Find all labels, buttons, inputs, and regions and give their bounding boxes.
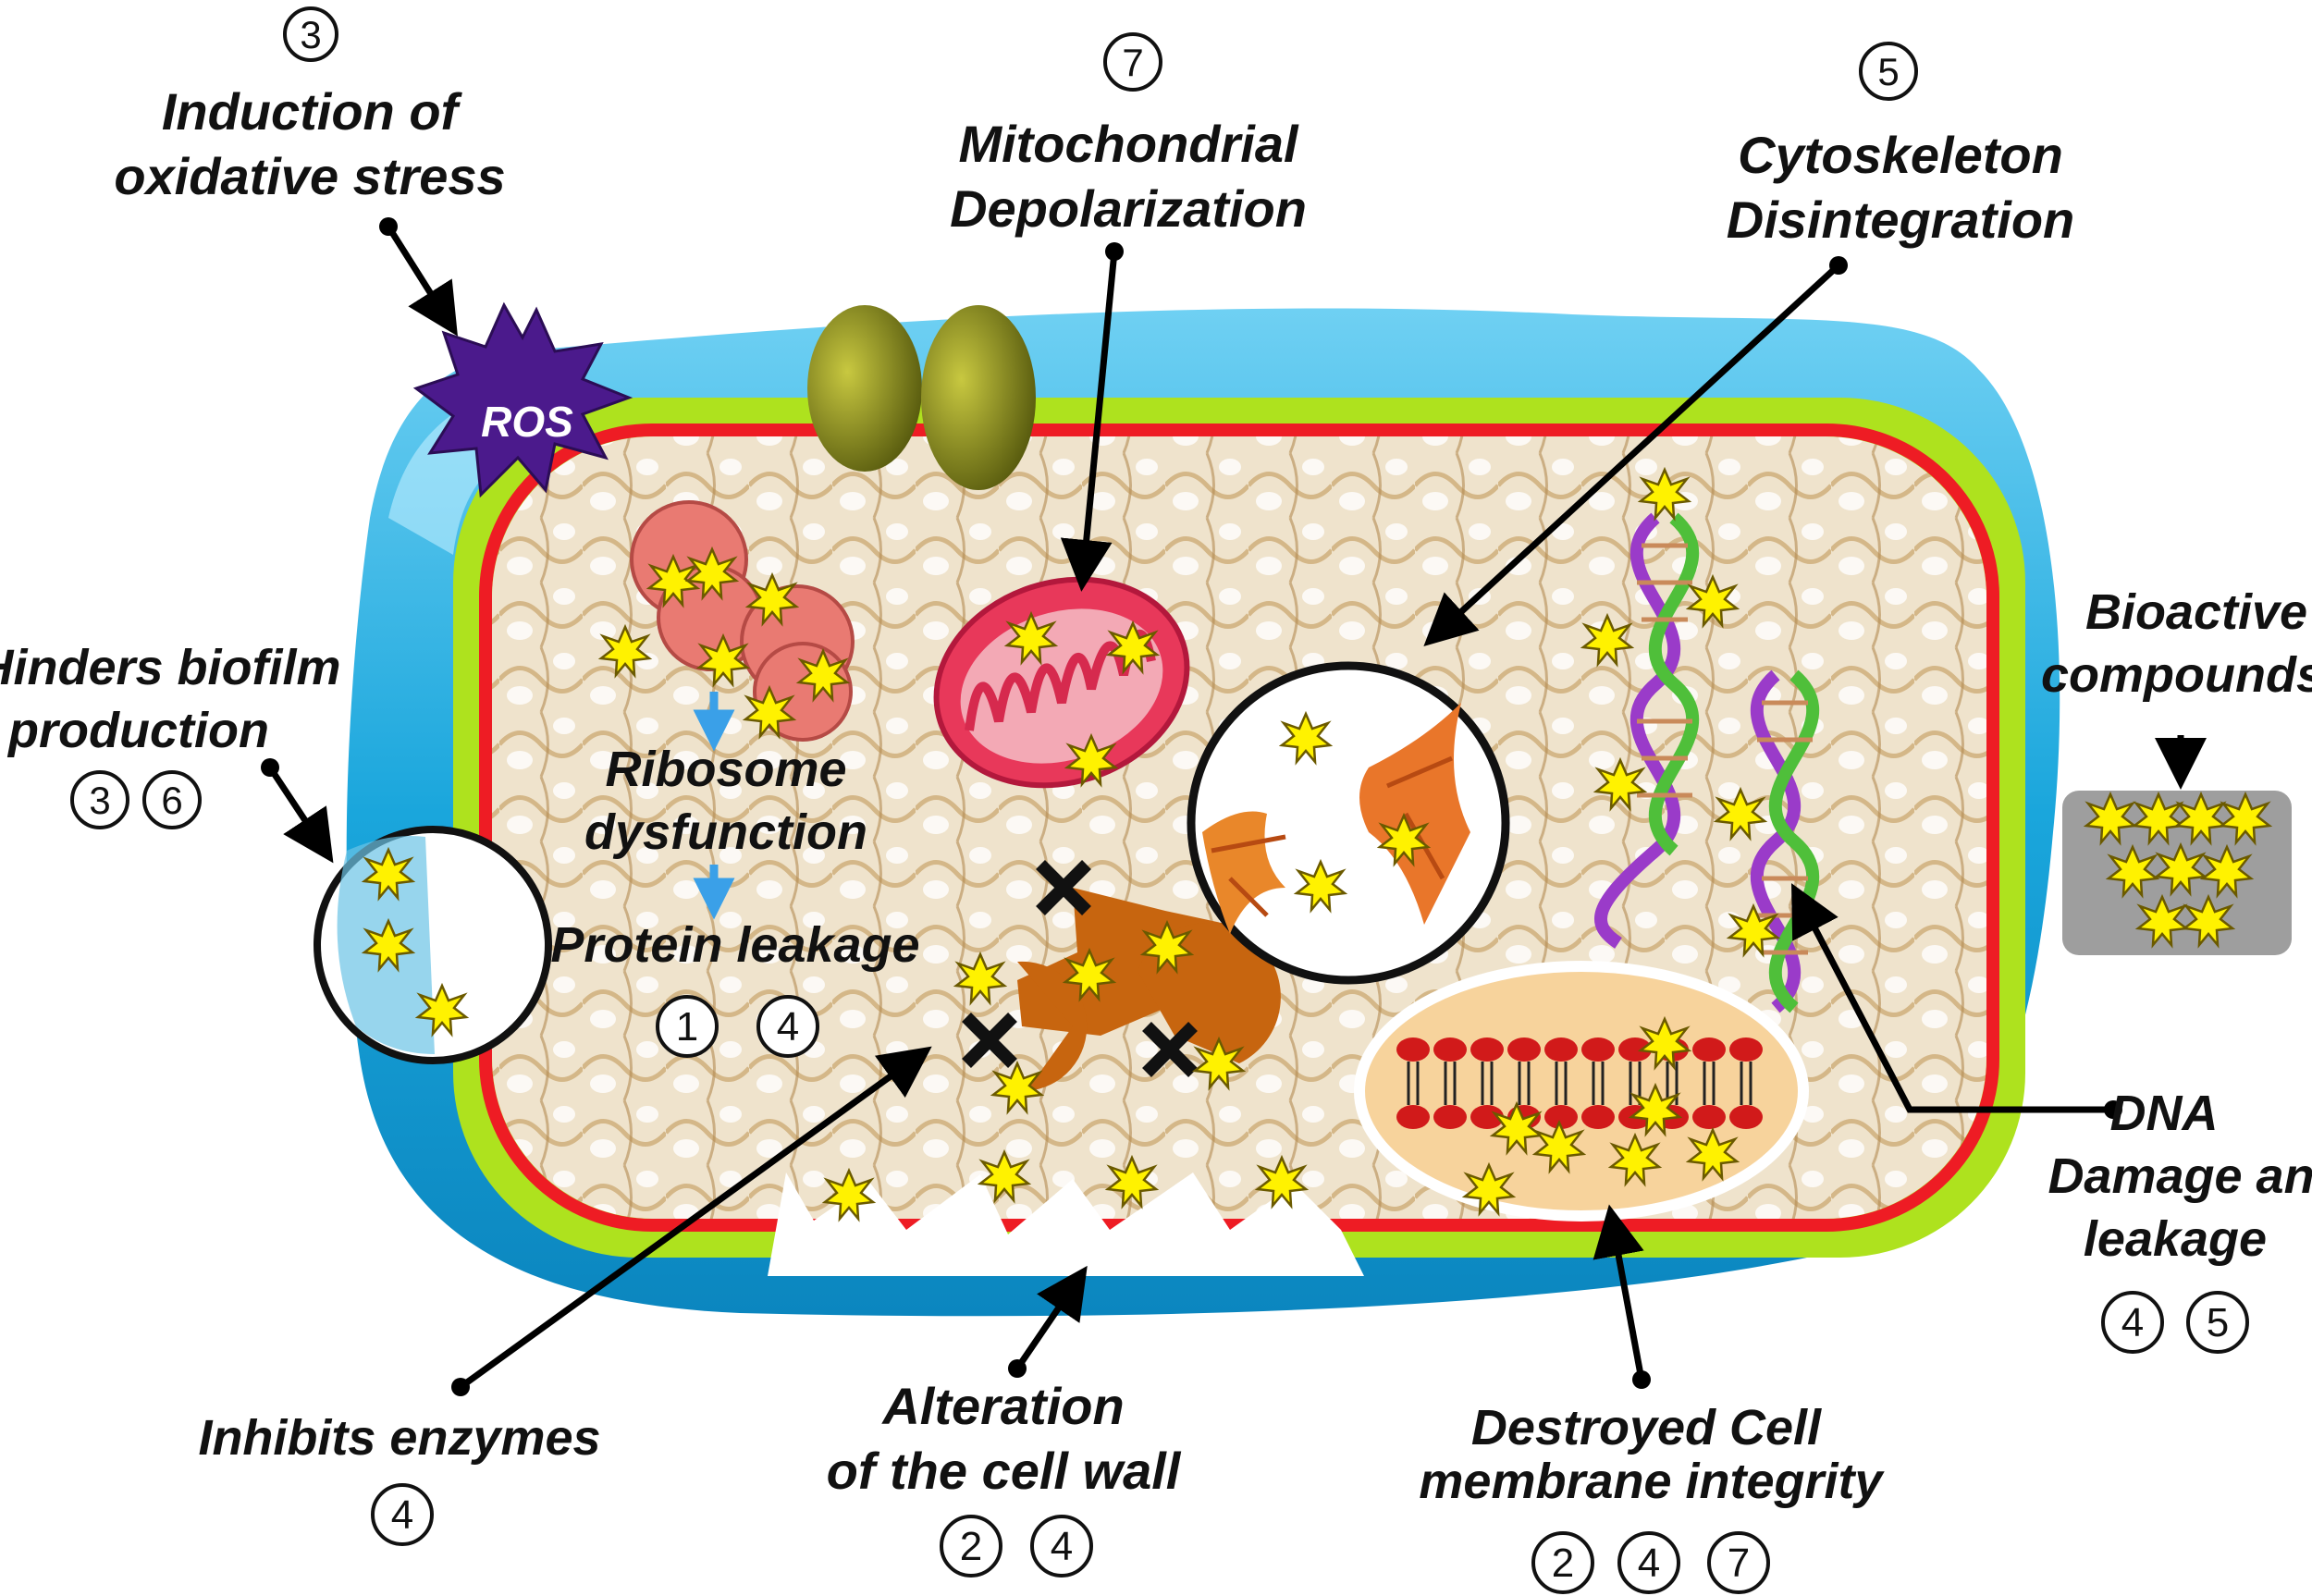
label-line-1: Inhibits enzymes xyxy=(198,1410,600,1466)
label-line-2: production xyxy=(6,703,269,758)
ref-number: 3 xyxy=(300,13,321,56)
label-line-2: membrane integrity xyxy=(1419,1454,1885,1509)
label-cytoskeleton: 5 Cytoskeleton Disintegration xyxy=(1727,43,2074,249)
label-line-2: Damage and xyxy=(2048,1148,2312,1204)
ref-number: 4 xyxy=(1638,1541,1660,1586)
label-oxidative-stress: 3 Induction of oxidative stress xyxy=(114,8,505,205)
ref-number: 5 xyxy=(2207,1300,2229,1345)
label-line-1: Ribosome xyxy=(605,742,846,797)
ref-number: 4 xyxy=(2121,1300,2144,1345)
bioactive-compounds-box xyxy=(2062,791,2292,955)
label-bioactive: Bioactive compounds xyxy=(2041,584,2312,703)
label-line-3: leakage xyxy=(2084,1211,2267,1267)
label-cell-wall: Alteration of the cell wall 2 4 xyxy=(827,1377,1182,1576)
label-line-1: Cytoskeleton xyxy=(1738,126,2063,184)
ref-number: 7 xyxy=(1728,1541,1750,1586)
ref-number: 7 xyxy=(1122,41,1143,84)
ros-label: ROS xyxy=(481,398,573,446)
label-line-1: Mitochondrial xyxy=(958,115,1299,173)
ref-number: 2 xyxy=(960,1524,982,1569)
ref-number: 4 xyxy=(1051,1524,1073,1569)
label-line-1: DNA xyxy=(2110,1086,2219,1141)
label-mitochondrial: 7 Mitochondrial Depolarization xyxy=(950,34,1307,238)
label-line-2: Depolarization xyxy=(950,179,1307,238)
ref-number: 6 xyxy=(161,779,182,822)
label-line-1: Bioactive xyxy=(2085,584,2307,640)
label-line-1: Alteration xyxy=(880,1377,1124,1435)
label-line-2: of the cell wall xyxy=(827,1442,1182,1500)
ref-number: 4 xyxy=(777,1004,799,1050)
label-line-2: Disintegration xyxy=(1727,190,2074,249)
ref-number: 2 xyxy=(1552,1541,1574,1586)
ref-number: 5 xyxy=(1877,50,1899,93)
biofilm-zoom xyxy=(317,829,548,1061)
ref-number: 1 xyxy=(676,1004,698,1050)
label-line-2: compounds xyxy=(2041,647,2312,703)
ref-number: 4 xyxy=(391,1492,413,1538)
label-membrane: Destroyed Cell membrane integrity 2 4 7 xyxy=(1419,1400,1885,1592)
label-line-1: Hinders biofilm xyxy=(0,640,341,695)
label-dna: DNA Damage and leakage 4 5 xyxy=(2048,1086,2312,1352)
label-enzymes: Inhibits enzymes 4 xyxy=(198,1410,600,1544)
label-line-1: Induction of xyxy=(162,82,463,141)
membrane-bilayer-zoom xyxy=(1359,966,1803,1216)
label-line-2: oxidative stress xyxy=(114,147,505,205)
ref-number: 3 xyxy=(89,779,110,822)
cytoskeleton-zoom xyxy=(1191,666,1506,980)
label-line-1: Destroyed Cell xyxy=(1471,1400,1822,1455)
label-line-2: dysfunction xyxy=(584,804,867,860)
protein-leakage-label: Protein leakage xyxy=(550,917,919,973)
